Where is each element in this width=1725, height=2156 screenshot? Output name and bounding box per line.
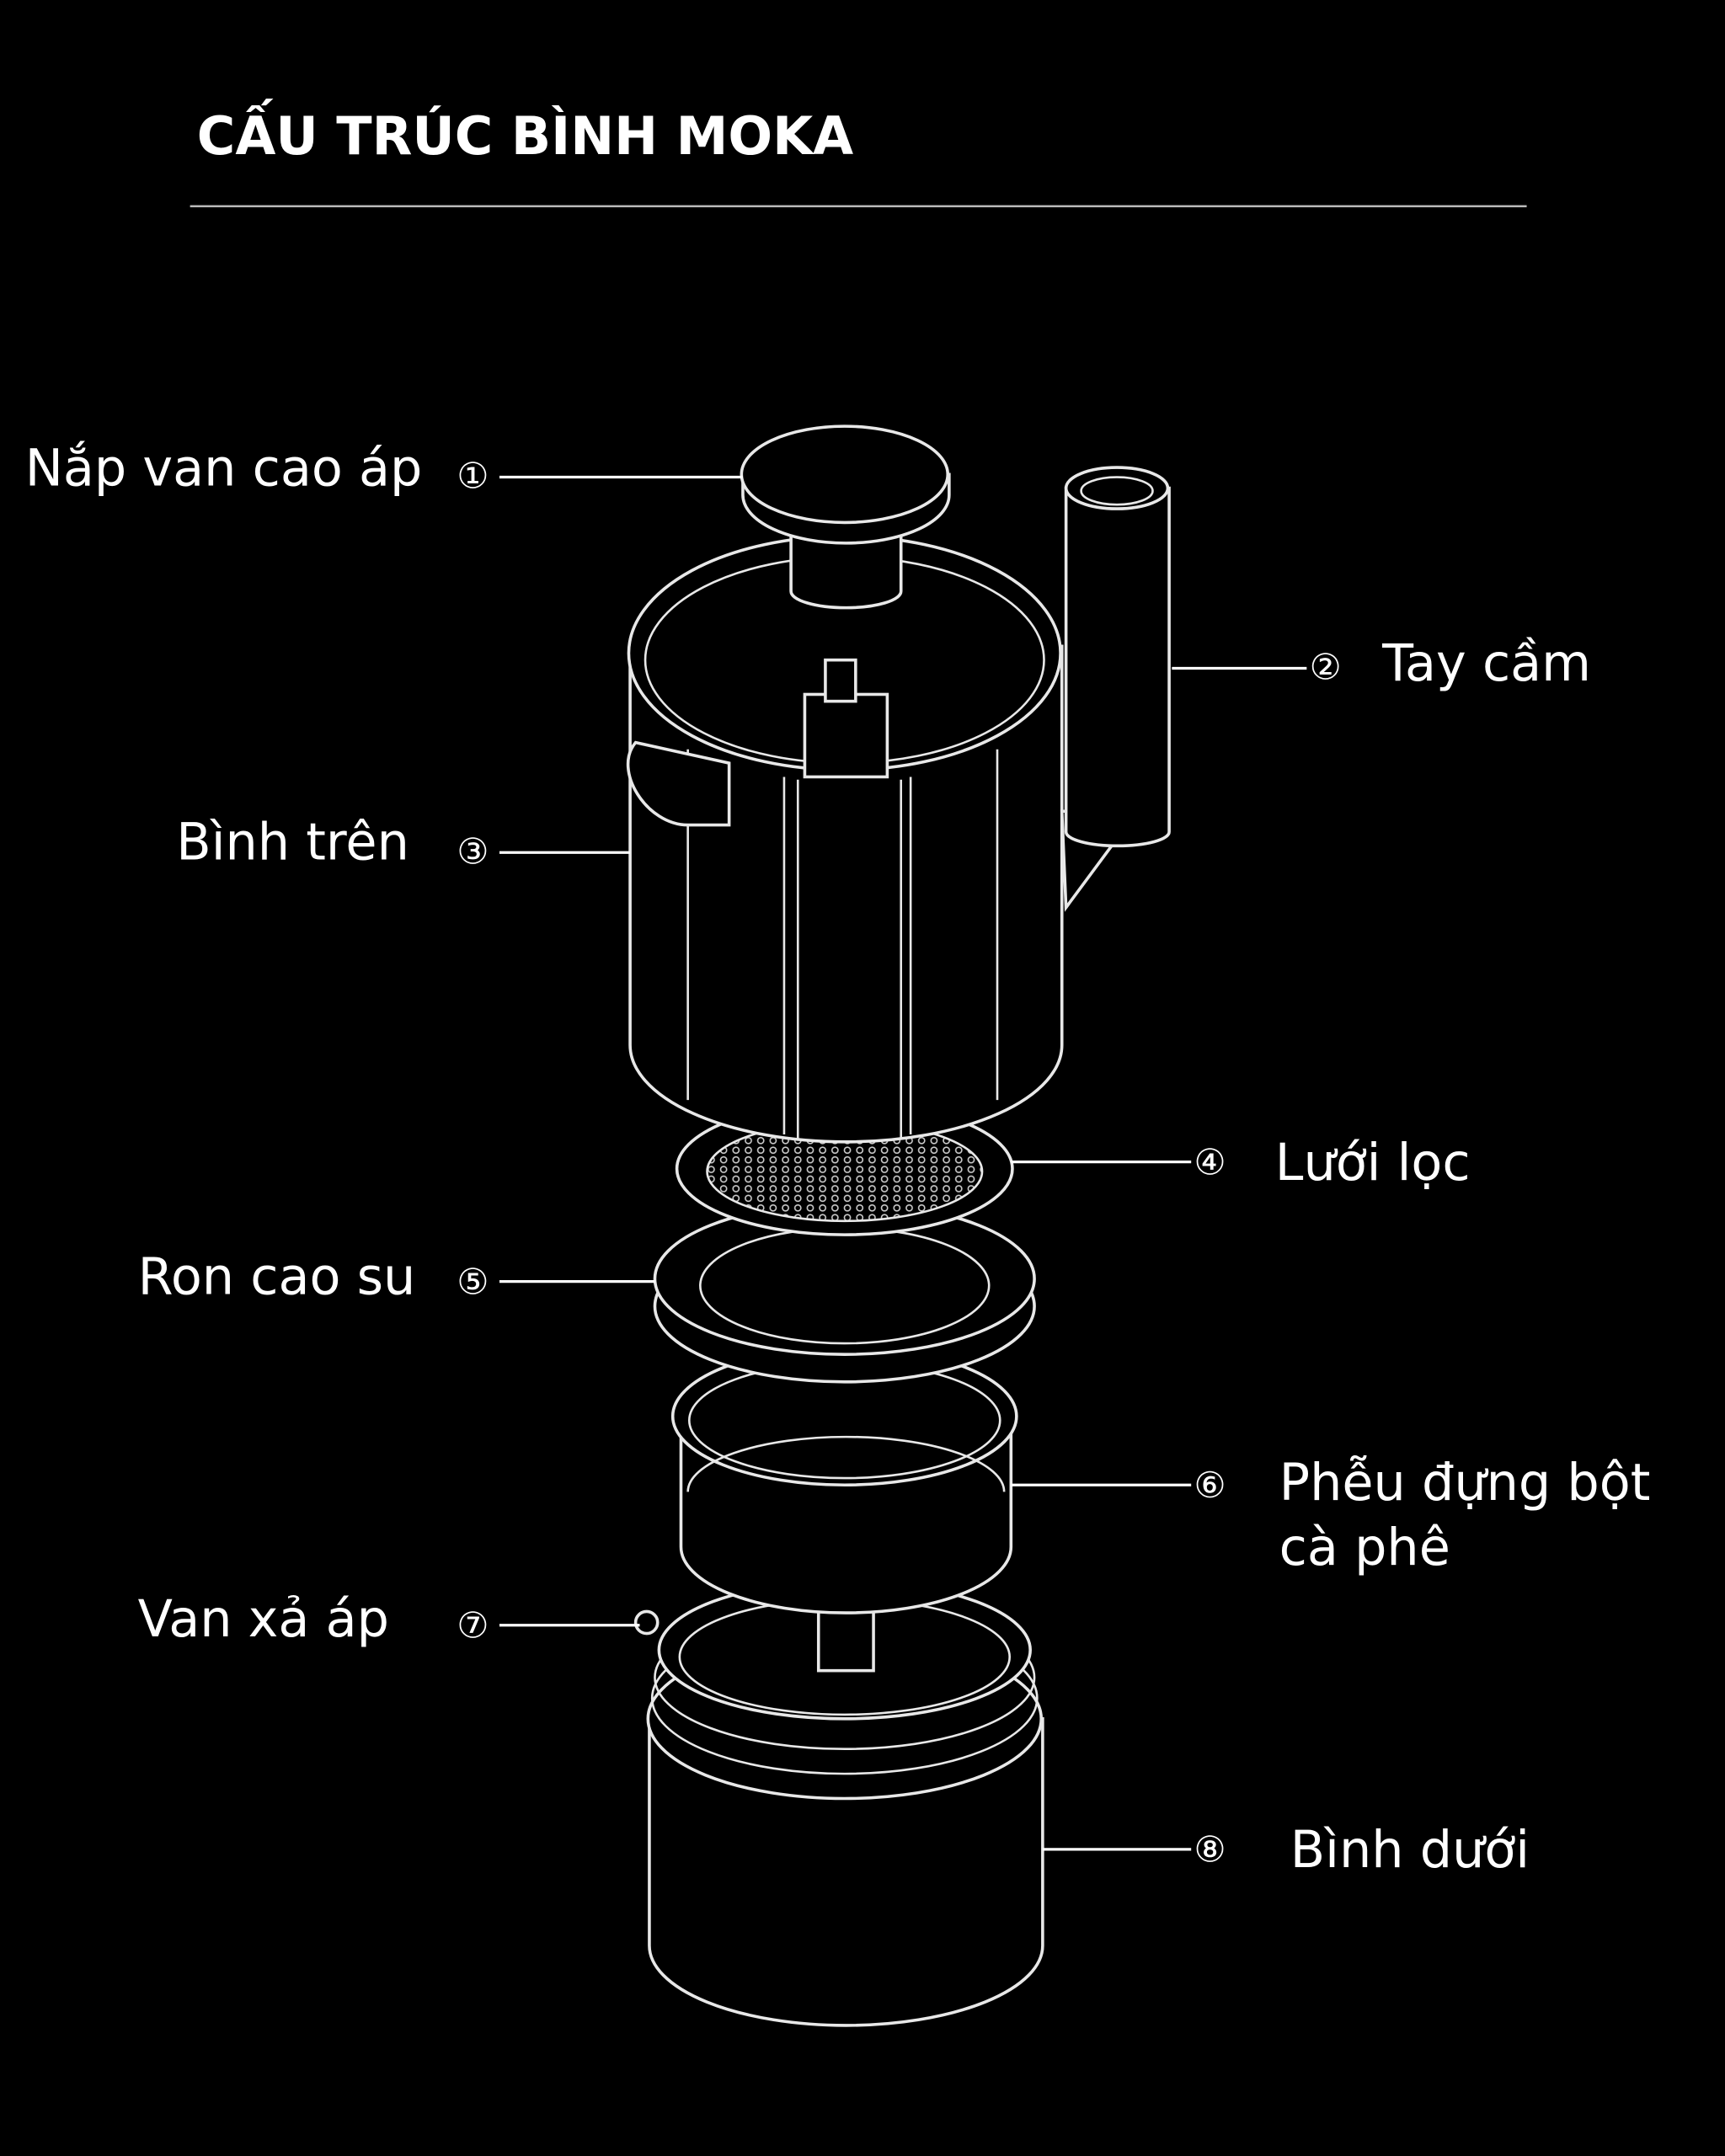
label-text: Bình dưới	[1290, 1821, 1530, 1880]
label-6: ⑥ Phễu đựng bột cà phê	[1194, 1454, 1650, 1577]
label-7: Van xả áp ⑦	[138, 1590, 489, 1649]
page-title: CẤU TRÚC BÌNH MOKA	[197, 99, 853, 167]
upper-chamber-drawing	[626, 466, 1171, 1144]
label-text: Tay cầm	[1381, 634, 1591, 693]
label-text-line1: Phễu đựng bột	[1279, 1454, 1651, 1513]
label-text: Bình trên	[176, 813, 409, 872]
label-number: ⑥	[1194, 1465, 1226, 1507]
label-1: Nắp van cao áp ①	[25, 439, 489, 498]
label-text: Lưới lọc	[1275, 1134, 1471, 1193]
label-number: ②	[1310, 648, 1342, 689]
label-number: ③	[457, 831, 489, 873]
label-number: ⑤	[457, 1262, 489, 1303]
label-3: Bình trên ③	[176, 813, 489, 873]
label-2: ② Tay cầm	[1310, 634, 1591, 693]
label-text: Van xả áp	[138, 1590, 389, 1649]
valve-cap-drawing	[740, 424, 951, 610]
label-number: ⑧	[1194, 1830, 1226, 1871]
label-text: Ron cao su	[138, 1247, 416, 1306]
label-text: Nắp van cao áp	[25, 439, 423, 498]
label-number: ①	[457, 456, 489, 498]
lower-chamber-drawing	[633, 1579, 1044, 2027]
gasket-drawing	[653, 1201, 1036, 1384]
leader-lines	[499, 475, 1307, 1851]
funnel-drawing	[670, 1346, 1018, 1614]
label-8: ⑧ Bình dưới	[1194, 1821, 1530, 1880]
label-number: ④	[1194, 1142, 1226, 1183]
label-number: ⑦	[457, 1605, 489, 1646]
label-4: ④ Lưới lọc	[1194, 1134, 1470, 1193]
pressure-valve-icon	[633, 1609, 660, 1636]
label-text-line2: cà phê	[1279, 1518, 1450, 1577]
label-5: Ron cao su ⑤	[138, 1247, 489, 1306]
filter-drawing	[675, 1101, 1014, 1236]
